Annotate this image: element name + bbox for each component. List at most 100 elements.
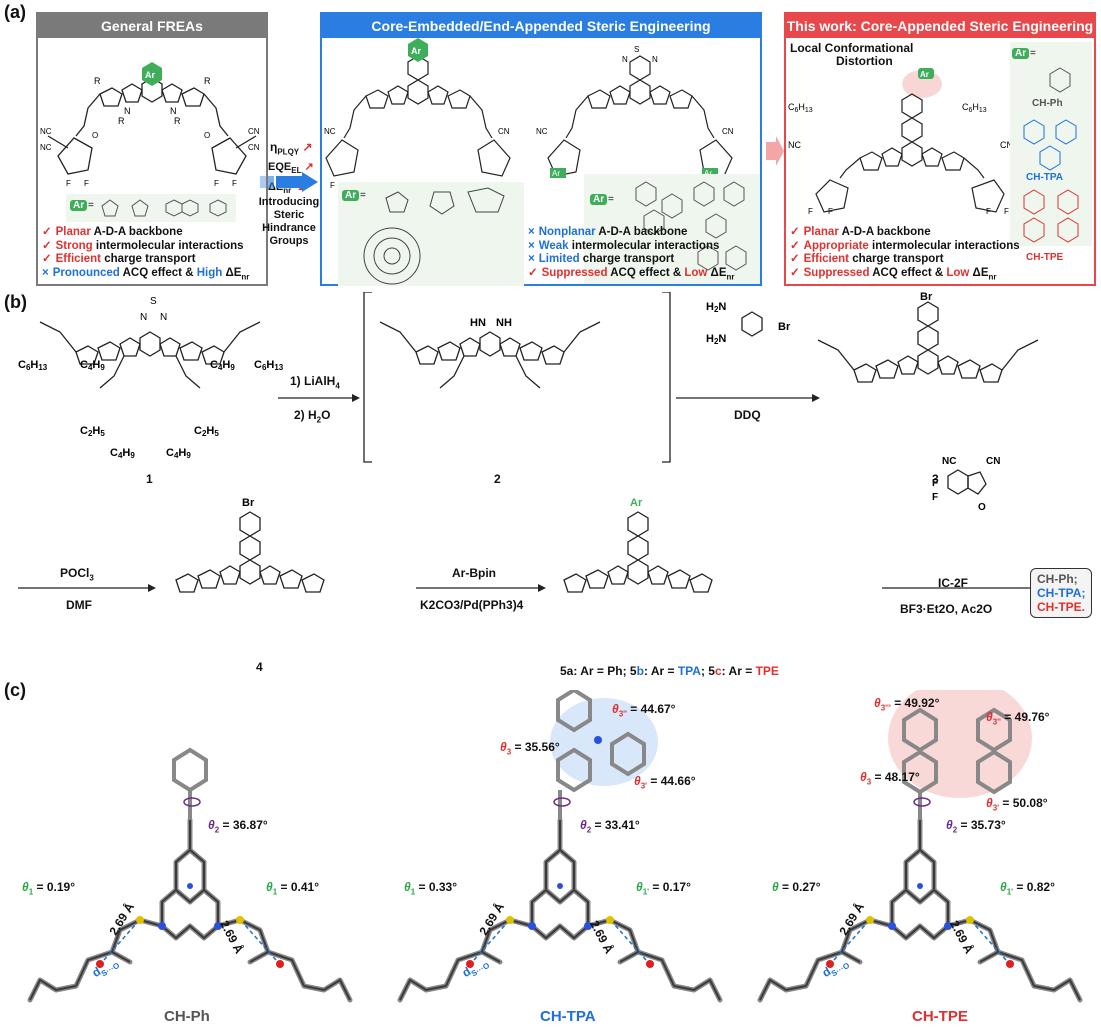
label-ch-ph: CH-Ph <box>1032 98 1063 109</box>
svg-text:Ar: Ar <box>630 497 643 509</box>
svg-text:F: F <box>214 179 219 188</box>
ar-options-aliphatic: Ar = <box>338 182 524 286</box>
ar-badge: Ar <box>590 194 608 205</box>
step4-top: Ar-Bpin <box>452 566 496 580</box>
final-ch-tpa: CH-TPA; <box>1037 586 1086 600</box>
ch-tpa-theta3p: θ3' = 44.66° <box>634 774 696 791</box>
ar-equals: = <box>88 200 94 211</box>
big-arrow <box>260 172 318 192</box>
core-embedded-box: Core-Embedded/End-Appended Steric Engine… <box>320 12 762 286</box>
svg-text:C6H13: C6H13 <box>254 359 284 372</box>
final-products-box: CH-Ph; CH-TPA; CH-TPE. <box>1030 568 1093 618</box>
svg-text:NH: NH <box>496 317 512 329</box>
ch-tpe-theta2: θ2 = 35.73° <box>946 818 1006 835</box>
step1-bottom: 2) H2O <box>294 408 331 425</box>
step3-top: POCl3 <box>60 566 94 583</box>
ch-ph-theta1-left: θ1 = 0.19° <box>22 880 75 897</box>
compound-3-label: 3 <box>932 472 939 486</box>
svg-text:NC: NC <box>324 127 336 136</box>
svg-text:C6H13: C6H13 <box>788 102 813 114</box>
svg-text:NC: NC <box>40 143 52 152</box>
bullet-item: ✓Planar A-D-A backbone <box>42 226 183 238</box>
fullerene-adamantane <box>363 187 505 285</box>
compound-5-label: 5a: Ar = Ph; 5b: Ar = TPA; 5c: Ar = TPE <box>560 664 779 678</box>
eqe-el: EQEEL ↗ <box>268 161 314 176</box>
svg-text:Ar: Ar <box>704 169 712 178</box>
step3-bottom: DMF <box>66 598 92 612</box>
svg-text:R: R <box>118 116 125 126</box>
svg-text:N: N <box>160 312 167 323</box>
svg-text:N: N <box>622 55 628 64</box>
svg-text:C4H9: C4H9 <box>210 359 235 372</box>
eta-plqy: ηPLQY ↗ <box>270 140 313 157</box>
ar-option-rings <box>101 199 227 217</box>
compound-2-label: 2 <box>494 472 501 486</box>
svg-text:NC: NC <box>536 127 548 136</box>
bullet-item: ×Limited charge transport <box>528 253 675 265</box>
ch-tpe-theta1-right: θ1' = 0.82° <box>1000 880 1055 897</box>
svg-text:S: S <box>634 45 639 54</box>
svg-text:F: F <box>66 179 71 188</box>
svg-text:Ar: Ar <box>920 70 929 79</box>
compound-4-label: 4 <box>256 660 263 674</box>
box-title: Core-Embedded/End-Appended Steric Engine… <box>322 14 760 38</box>
box-title: General FREAs <box>38 14 266 38</box>
compound-1-label: 1 <box>146 472 153 486</box>
ar-options: Ar = <box>66 194 236 222</box>
box1-bullets: ✓Planar A-D-A backbone✓Strong intermolec… <box>42 226 249 283</box>
svg-text:C4H9: C4H9 <box>80 359 105 372</box>
svg-text:CN: CN <box>986 456 1000 467</box>
ch-tpe-theta3pp: θ3'' = 49.76° <box>986 710 1050 727</box>
svg-text:Ar: Ar <box>145 70 155 80</box>
bullet-item: ×Weak intermolecular interactions <box>528 239 720 252</box>
bullet-item: ×Nonplanar A-D-A backbone <box>528 226 688 238</box>
svg-text:C2H5: C2H5 <box>80 425 105 438</box>
svg-text:N: N <box>124 106 131 116</box>
svg-text:O: O <box>92 131 98 140</box>
svg-text:F: F <box>84 179 89 188</box>
svg-text:R: R <box>174 116 181 126</box>
ch-tpe-theta3: θ3 = 48.17° <box>860 770 920 787</box>
svg-text:F: F <box>932 492 938 503</box>
ch-tpa-theta3pp: θ3'' = 44.67° <box>612 702 676 719</box>
box3-bullets: ✓Planar A-D-A backbone✓Appropriate inter… <box>790 226 1020 283</box>
ar-group-options: Ar = CH-Ph CH-TPA CH-TPE <box>1010 42 1092 263</box>
svg-text:O: O <box>204 131 210 140</box>
svg-text:Br: Br <box>778 321 791 333</box>
svg-text:H2N: H2N <box>706 333 726 346</box>
bullet-item: ✓Appropriate intermolecular interactions <box>790 239 1020 252</box>
ch-ph-theta1-right: θ1 = 0.41° <box>266 880 319 897</box>
panel-label-b: (b) <box>4 292 27 312</box>
ch-tpe-theta-left: θ = 0.27° <box>772 880 821 894</box>
ch-tpe-theta3ppp: θ3''' = 49.92° <box>874 696 940 713</box>
step5-bottom: BF3·Et2O, Ac2O <box>900 602 993 616</box>
ar-options-aromatic: Ar = <box>584 174 760 284</box>
svg-text:F: F <box>1004 207 1009 216</box>
ch-tpa-theta1-left: θ1 = 0.33° <box>404 880 457 897</box>
svg-text:F: F <box>828 207 833 216</box>
svg-text:R: R <box>94 76 101 86</box>
bullet-item: ✓Suppressed ACQ effect & Low ΔEnr <box>790 266 997 281</box>
ch-tpa-theta2: θ2 = 33.41° <box>580 818 640 835</box>
svg-text:HN: HN <box>470 317 486 329</box>
svg-text:C6H13: C6H13 <box>18 359 48 372</box>
svg-text:Br: Br <box>920 292 933 303</box>
svg-text:N: N <box>652 55 658 64</box>
step1-top: 1) LiAlH4 <box>290 374 340 391</box>
svg-text:N: N <box>170 106 177 116</box>
ar-equals: = <box>1030 48 1036 59</box>
box-title: This work: Core-Appended Steric Engineer… <box>786 14 1094 38</box>
svg-text:Br: Br <box>242 497 255 509</box>
step5-reagent: IC-2F <box>938 576 968 590</box>
svg-text:NC: NC <box>788 140 801 150</box>
svg-text:C4H9: C4H9 <box>166 447 191 460</box>
panel-label-a: (a) <box>4 2 26 22</box>
final-ch-tpe: CH-TPE. <box>1037 600 1085 614</box>
label-ch-tpa: CH-TPA <box>1026 172 1064 183</box>
svg-text:F: F <box>932 478 938 489</box>
svg-text:C6H13: C6H13 <box>962 102 987 114</box>
red-arrow <box>766 136 784 166</box>
bullet-item: ✓Planar A-D-A backbone <box>790 226 931 238</box>
